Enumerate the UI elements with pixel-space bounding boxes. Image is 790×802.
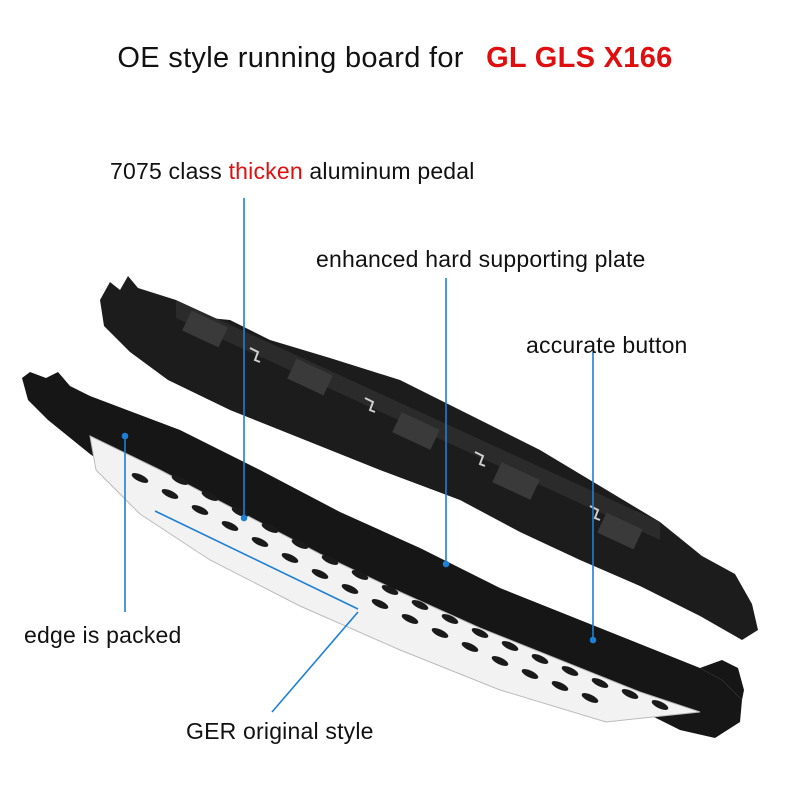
pedal-label: 7075 class thicken aluminum pedal [110, 158, 475, 185]
pedal-label-before: 7075 class [110, 158, 229, 184]
callout-lines [121, 198, 597, 713]
style-callout-leader [271, 611, 359, 713]
title-prefix: OE style running board for [117, 42, 464, 74]
edge-label: edge is packed [24, 622, 182, 648]
title-model: GL GLS X166 [486, 42, 673, 74]
plate-label: enhanced hard supporting plate [316, 246, 646, 272]
pedal-label-highlight: thicken [228, 158, 303, 184]
button-label: accurate button [526, 332, 688, 358]
style-callout-line [154, 510, 359, 610]
page-title: OE style running board for GL GLS X166 [0, 42, 790, 75]
front-running-board [22, 372, 744, 738]
pedal-label-after: aluminum pedal [302, 158, 475, 184]
style-label: GER original style [186, 718, 374, 744]
